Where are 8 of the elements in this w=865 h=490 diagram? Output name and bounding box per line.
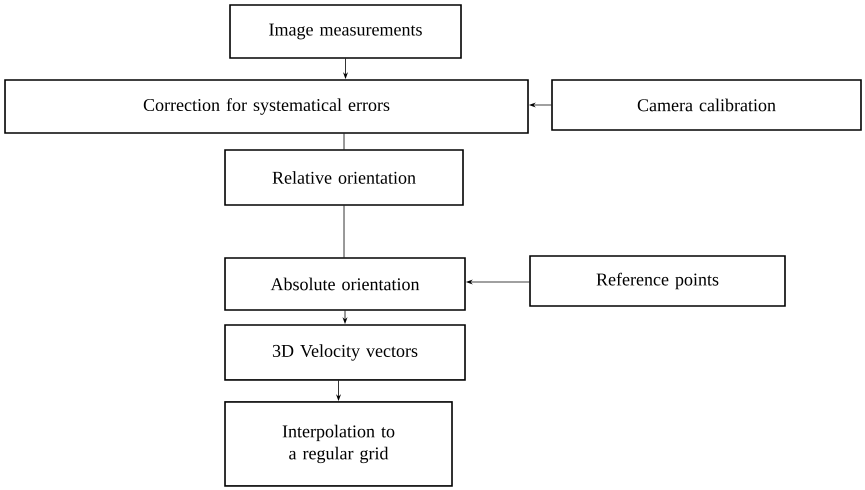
process-box: 3D Velocity vectors	[224, 324, 466, 381]
process-box: Interpolation to a regular grid	[224, 401, 453, 487]
process-box: Camera calibration	[551, 79, 862, 131]
process-box: Reference points	[529, 255, 786, 307]
process-box: Relative orientation	[224, 149, 464, 206]
process-box: Absolute orientation	[224, 257, 466, 311]
process-box: Image measurements	[229, 4, 462, 59]
process-box: Correction for systematical errors	[4, 79, 529, 134]
